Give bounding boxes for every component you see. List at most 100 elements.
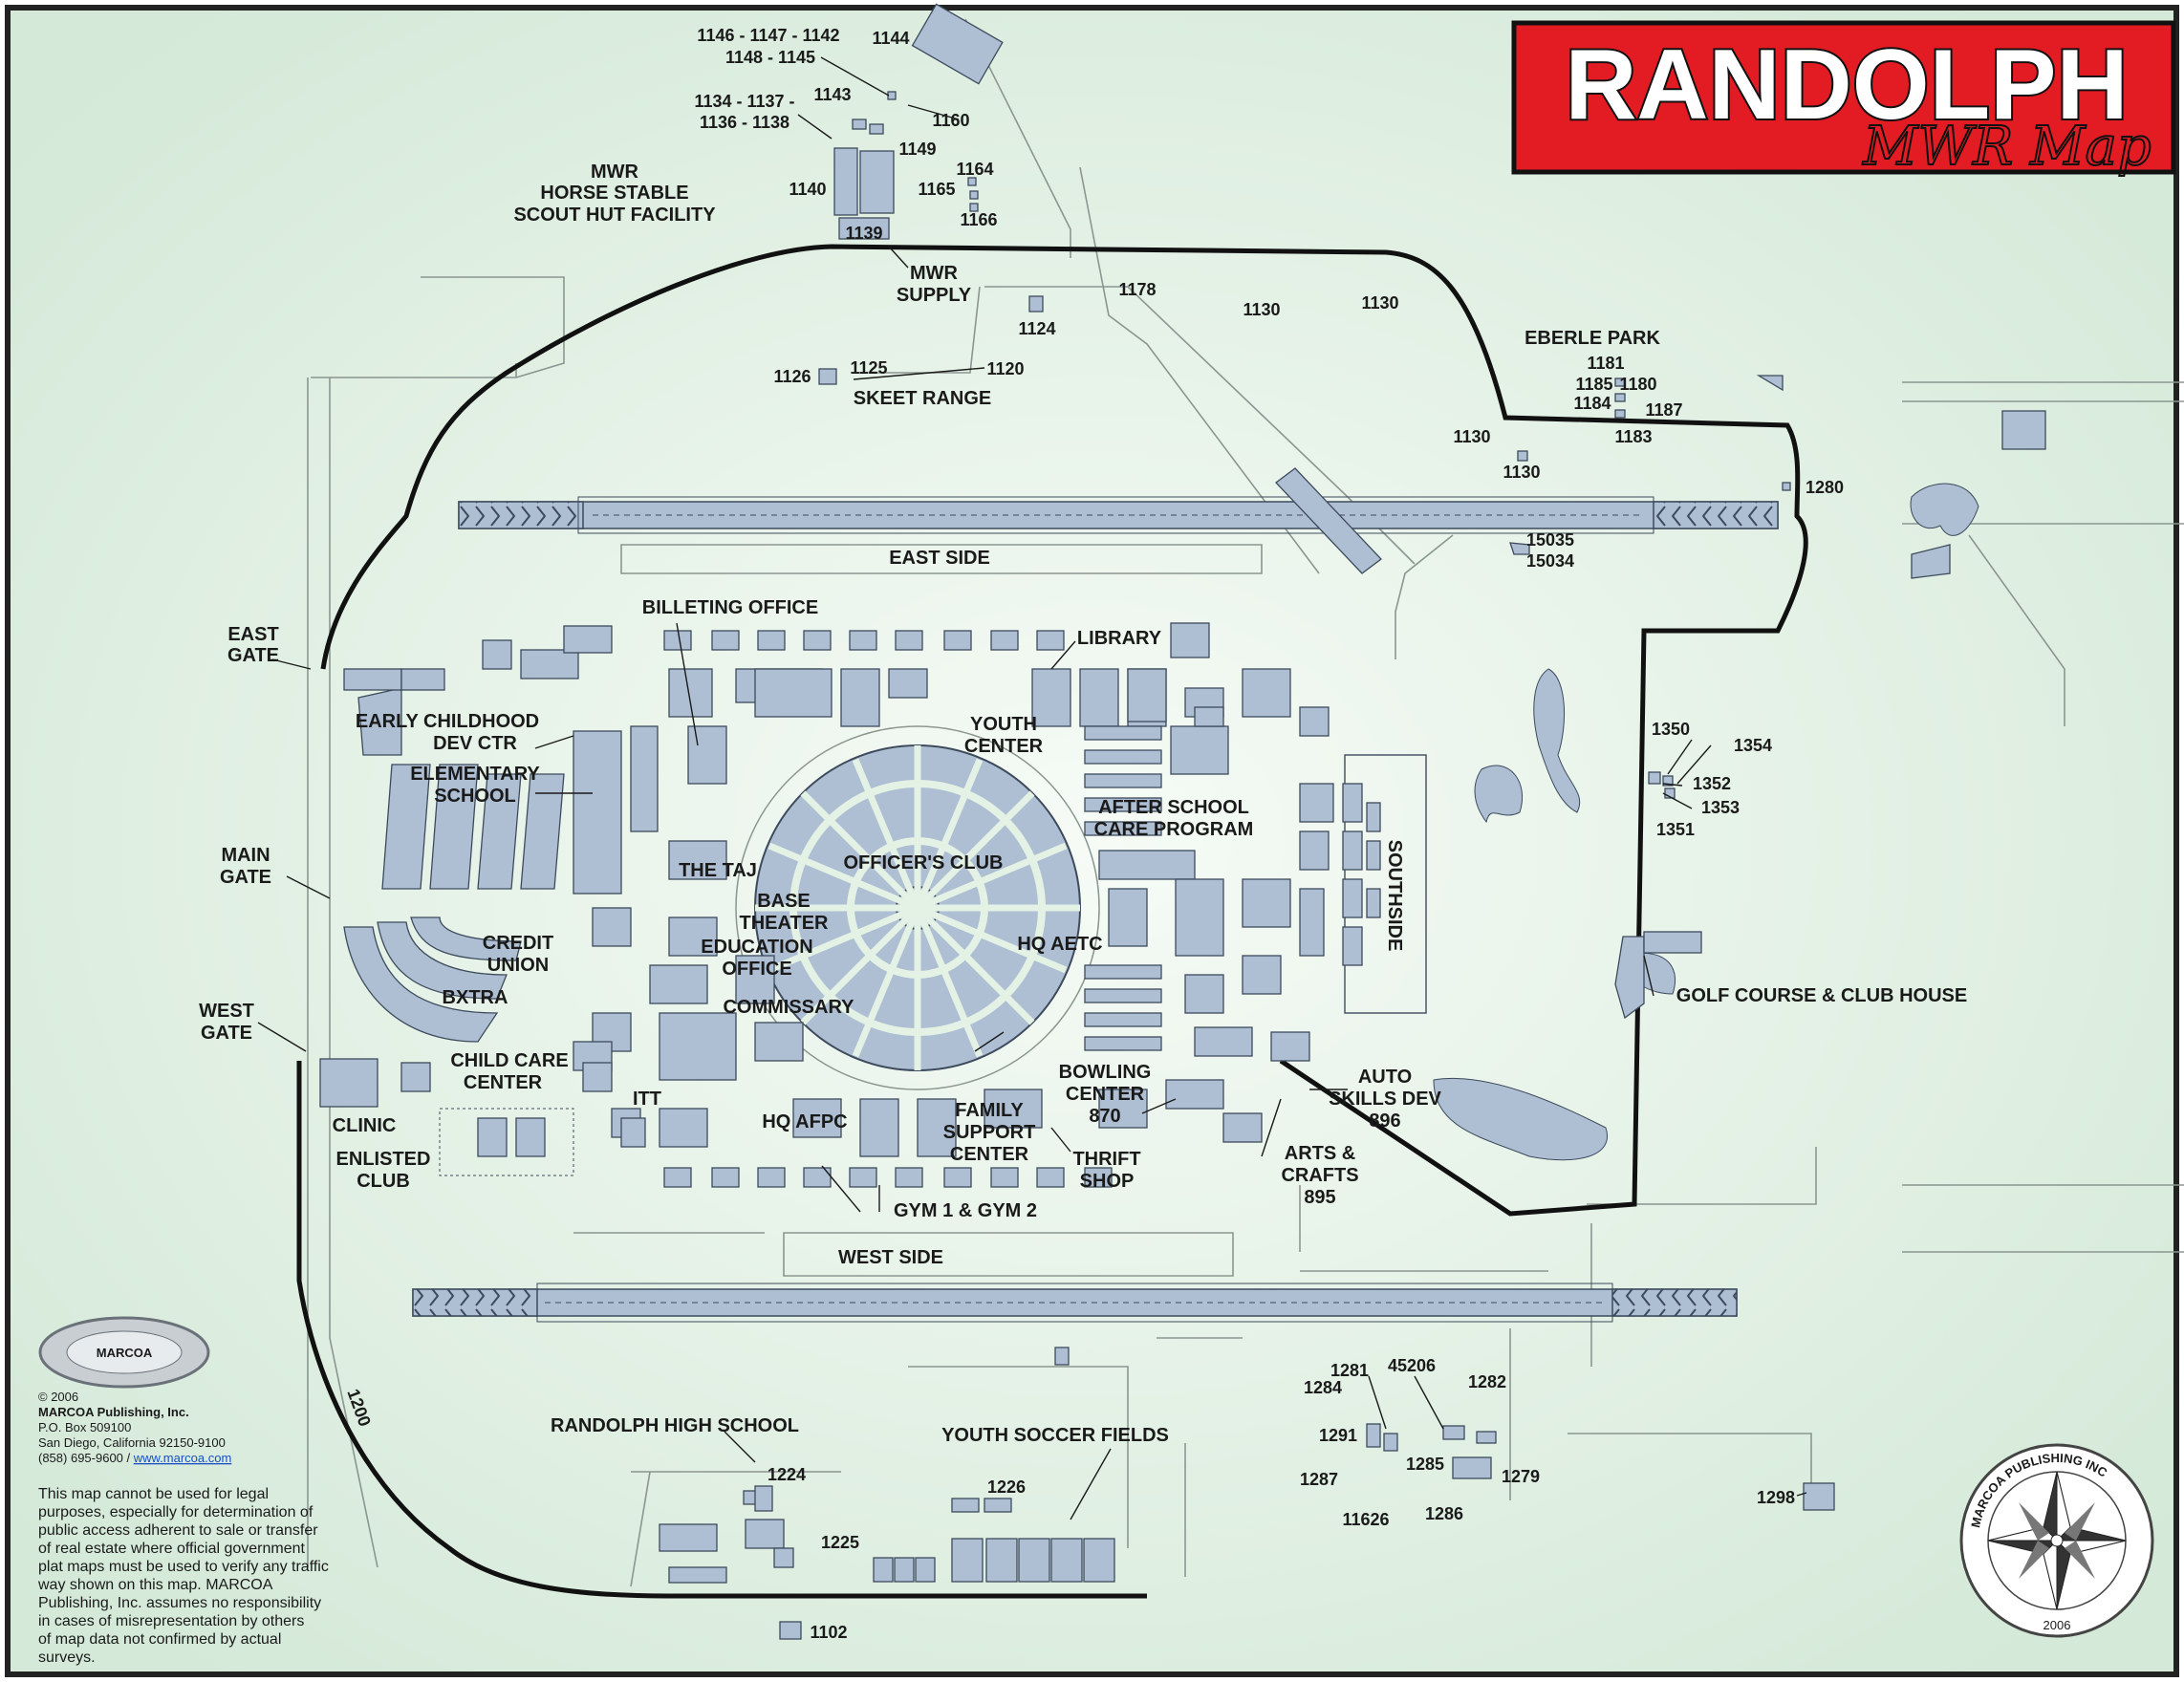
pond	[1533, 668, 1581, 813]
officers-club-circle	[735, 725, 1100, 1090]
num-1102: 1102	[810, 1623, 847, 1642]
label-arts-2: CRAFTS	[1281, 1165, 1358, 1186]
num-1287: 1287	[1300, 1470, 1338, 1489]
num-1149: 1149	[898, 140, 936, 159]
label-after-school-1: AFTER SCHOOL	[1098, 797, 1249, 818]
label-early-childhood-1: EARLY CHILDHOOD	[356, 711, 539, 732]
publisher-url[interactable]: www.marcoa.com	[133, 1451, 232, 1465]
label-auto-skills-3: 896	[1369, 1111, 1400, 1132]
num-1187: 1187	[1645, 400, 1682, 420]
num-1280: 1280	[1806, 478, 1844, 497]
label-enlisted-1: ENLISTED	[336, 1149, 431, 1170]
label-gyms: GYM 1 & GYM 2	[894, 1200, 1037, 1221]
label-itt: ITT	[633, 1089, 661, 1110]
disclaimer-line: of map data not confirmed by actual	[38, 1631, 281, 1648]
label-base-theater-1: BASE	[757, 891, 811, 912]
disclaimer-line: in cases of misrepresentation by others	[38, 1613, 304, 1629]
num-1146: 1146 - 1147 - 1142	[697, 26, 839, 45]
num-1125: 1125	[850, 358, 887, 377]
num-1130-a: 1130	[1243, 300, 1280, 319]
disclaimer-line: Publishing, Inc. assumes no responsibili…	[38, 1595, 321, 1611]
num-1144: 1144	[872, 29, 909, 48]
label-east-gate-2: GATE	[227, 645, 279, 666]
label-west-gate-1: WEST	[199, 1001, 254, 1022]
label-education-1: EDUCATION	[701, 937, 812, 958]
num-1226: 1226	[987, 1477, 1026, 1497]
label-arts-3: 895	[1304, 1187, 1335, 1208]
num-1160: 1160	[932, 111, 969, 130]
label-bowling-3: 870	[1089, 1106, 1120, 1127]
num-15035: 15035	[1526, 530, 1574, 550]
title-banner: RANDOLPH MWR Map	[1511, 20, 2176, 179]
map-subtitle: MWR Map	[1862, 116, 2151, 178]
label-hq-afpc: HQ AFPC	[762, 1111, 847, 1132]
num-15034: 15034	[1526, 551, 1574, 571]
pond	[1910, 483, 1979, 536]
label-after-school-2: CARE PROGRAM	[1094, 819, 1254, 840]
num-1225: 1225	[821, 1533, 859, 1552]
label-base-theater-2: THEATER	[740, 913, 830, 934]
label-family-support-3: CENTER	[950, 1144, 1029, 1165]
num-1120: 1120	[986, 359, 1024, 378]
disclaimer-line: of real estate where official government	[38, 1541, 306, 1557]
num-1178: 1178	[1118, 280, 1156, 299]
label-east-gate-1: EAST	[227, 624, 278, 645]
num-1126: 1126	[773, 367, 811, 386]
label-southside: SOUTHSIDE	[1384, 840, 1405, 952]
num-1180: 1180	[1619, 375, 1656, 394]
num-1184: 1184	[1573, 394, 1611, 413]
seal-year: 2006	[2043, 1618, 2071, 1632]
num-1124: 1124	[1018, 319, 1055, 338]
num-1284: 1284	[1304, 1378, 1342, 1397]
publisher-block: MARCOA © 2006 MARCOA Publishing, Inc. P.…	[37, 1316, 329, 1666]
num-1352: 1352	[1693, 774, 1731, 793]
label-family-support-1: FAMILY	[955, 1100, 1024, 1121]
label-elementary-1: ELEMENTARY	[410, 764, 540, 785]
num-1224: 1224	[768, 1465, 806, 1484]
leader-lines	[257, 56, 1807, 1520]
publisher-city: San Diego, California 92150-9100	[38, 1435, 226, 1450]
diagonal-taxiway	[1275, 467, 1382, 574]
label-credit-union-2: UNION	[487, 955, 549, 976]
disclaimer-line: public access adherent to sale or transf…	[38, 1522, 318, 1539]
num-1351: 1351	[1656, 820, 1695, 839]
label-thrift-1: THRIFT	[1072, 1149, 1140, 1170]
label-soccer-fields: YOUTH SOCCER FIELDS	[941, 1425, 1169, 1446]
label-elementary-2: SCHOOL	[434, 786, 516, 807]
label-thrift-2: SHOP	[1080, 1171, 1135, 1192]
num-1286: 1286	[1425, 1504, 1463, 1523]
publisher-contact: (858) 695-9600 / www.marcoa.com	[38, 1451, 231, 1465]
map-background	[5, 5, 2179, 1677]
label-hq-aetc: HQ AETC	[1017, 934, 1102, 955]
publisher-phone: (858) 695-9600 /	[38, 1451, 134, 1465]
label-bowling-2: CENTER	[1066, 1084, 1145, 1105]
num-1139: 1139	[845, 224, 882, 243]
label-high-school: RANDOLPH HIGH SCHOOL	[551, 1415, 799, 1436]
label-youth-center-2: CENTER	[964, 736, 1044, 757]
pond	[1474, 765, 1524, 824]
num-1285: 1285	[1406, 1455, 1444, 1474]
disclaimer-line: surveys.	[38, 1650, 96, 1666]
disclaimer-line: This map cannot be used for legal	[38, 1486, 269, 1502]
num-1130-b: 1130	[1361, 293, 1398, 313]
num-1136: 1136 - 1138	[700, 113, 789, 132]
label-main-gate-1: MAIN	[221, 845, 270, 866]
num-1282: 1282	[1468, 1372, 1506, 1391]
num-1166: 1166	[960, 210, 997, 229]
label-early-childhood-2: DEV CTR	[433, 733, 517, 754]
compass-star-icon	[1987, 1471, 2127, 1610]
map-title: RANDOLPH	[1565, 30, 2128, 140]
runway-west	[412, 1283, 1738, 1323]
label-billeting-office: BILLETING OFFICE	[642, 597, 818, 618]
runway-east	[458, 496, 1779, 534]
label-main-gate-2: GATE	[220, 867, 271, 888]
num-1164: 1164	[956, 160, 993, 179]
label-bxtra: BXTRA	[443, 987, 508, 1008]
label-officers-club: OFFICER'S CLUB	[844, 852, 1004, 873]
num-1148: 1148 - 1145	[725, 48, 815, 67]
label-the-taj: THE TAJ	[679, 860, 757, 881]
label-education-2: OFFICE	[722, 959, 791, 980]
num-1291: 1291	[1319, 1426, 1357, 1445]
label-clinic: CLINIC	[333, 1115, 397, 1136]
label-bowling-1: BOWLING	[1059, 1062, 1152, 1083]
